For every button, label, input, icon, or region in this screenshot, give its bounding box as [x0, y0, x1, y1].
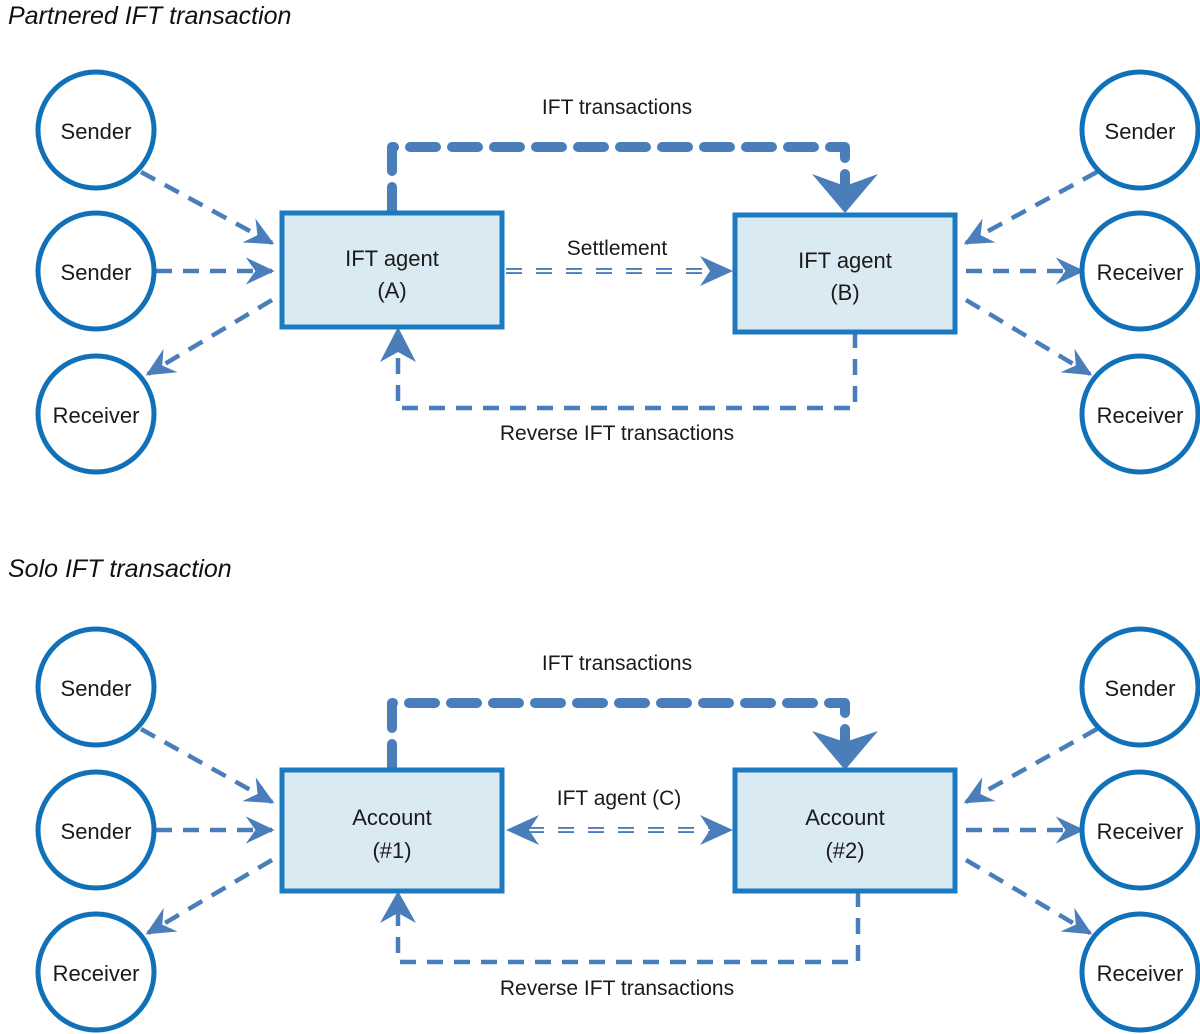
- edge-box-to-left-receiver: [145, 858, 274, 935]
- ift-transactions-arrowhead: [812, 731, 878, 770]
- node-label: Receiver: [53, 403, 140, 428]
- box-shape: [732, 212, 958, 335]
- box-shape: [279, 210, 505, 330]
- node-label: Receiver: [1097, 403, 1184, 428]
- node-label: Receiver: [1097, 961, 1184, 986]
- edge-left-sender1-to-box: [139, 170, 275, 245]
- node-right-receiver-2[interactable]: Receiver: [1079, 353, 1200, 475]
- node-right-sender-1[interactable]: Sender: [1079, 69, 1200, 191]
- edge-ift-agent-c: IFT agent (C): [506, 787, 733, 845]
- edge-left-sender1-to-box: [139, 727, 275, 804]
- box-label-line2: (#1): [372, 838, 411, 863]
- circle-shape: [35, 210, 157, 332]
- box-label-line2: (A): [377, 278, 406, 303]
- section-solo: Solo IFT transaction IFT transactions Re…: [8, 555, 1200, 1033]
- edge-label-ift-transactions: IFT transactions: [542, 96, 692, 119]
- node-left-sender-1[interactable]: Sender: [35, 69, 157, 191]
- node-right-receiver-2-solo[interactable]: Receiver: [1079, 911, 1200, 1033]
- ift-transactions-path: [387, 142, 850, 218]
- circle-shape: [1079, 210, 1200, 332]
- edge-box-to-left-receiver: [145, 298, 274, 376]
- node-left-receiver-1-solo[interactable]: Receiver: [35, 911, 157, 1033]
- node-label: Sender: [61, 676, 132, 701]
- settlement-arrowhead-right: [700, 256, 733, 286]
- section-title-solo: Solo IFT transaction: [8, 555, 232, 583]
- node-label: Sender: [61, 260, 132, 285]
- edge-reverse-ift-transactions: Reverse IFT transactions: [380, 327, 858, 445]
- node-left-sender-2[interactable]: Sender: [35, 210, 157, 332]
- node-right-receiver-1-solo[interactable]: Receiver: [1079, 769, 1200, 891]
- node-right-sender-1-solo[interactable]: Sender: [1079, 626, 1200, 748]
- circle-shape: [35, 69, 157, 191]
- node-label: Receiver: [53, 961, 140, 986]
- box-label-line1: IFT agent: [345, 246, 439, 271]
- box-label-line1: Account: [805, 805, 885, 830]
- circle-shape: [1079, 69, 1200, 191]
- reverse-ift-arrowhead: [380, 327, 416, 362]
- node-left-receiver-1[interactable]: Receiver: [35, 353, 157, 475]
- edge-label-ift-agent-c: IFT agent (C): [557, 787, 681, 810]
- box-account-1[interactable]: Account (#1): [279, 767, 505, 894]
- circle-shape: [35, 626, 157, 748]
- ift-agent-c-arrowhead-left: [506, 815, 539, 845]
- node-left-sender-1-solo[interactable]: Sender: [35, 626, 157, 748]
- circle-shape: [35, 353, 157, 475]
- right-connectors-partnered: [963, 170, 1099, 376]
- edge-reverse-ift-transactions-solo: Reverse IFT transactions: [380, 891, 861, 1000]
- node-label: Sender: [61, 119, 132, 144]
- edge-right-sender-to-box: [963, 727, 1099, 804]
- circle-shape: [35, 911, 157, 1033]
- node-label: Receiver: [1097, 819, 1184, 844]
- section-title-partnered: Partnered IFT transaction: [8, 2, 291, 30]
- node-label: Sender: [1105, 676, 1176, 701]
- ift-transactions-arrowhead: [812, 174, 878, 213]
- box-label-line2: (B): [830, 280, 859, 305]
- box-ift-agent-a[interactable]: IFT agent (A): [279, 210, 505, 330]
- box-label-line1: Account: [352, 805, 432, 830]
- edge-label-ift-transactions: IFT transactions: [542, 652, 692, 675]
- reverse-ift-path: [395, 332, 858, 411]
- edge-settlement: Settlement: [506, 237, 733, 286]
- reverse-ift-path: [395, 891, 861, 965]
- reverse-ift-arrowhead: [380, 891, 416, 923]
- node-label: Receiver: [1097, 260, 1184, 285]
- circle-shape: [35, 769, 157, 891]
- node-label: Sender: [61, 819, 132, 844]
- circle-shape: [1079, 353, 1200, 475]
- section-partnered: Partnered IFT transaction IFT transactio…: [8, 2, 1200, 475]
- circle-shape: [1079, 769, 1200, 891]
- box-label-line1: IFT agent: [798, 248, 892, 273]
- box-label-line2: (#2): [825, 838, 864, 863]
- node-left-sender-2-solo[interactable]: Sender: [35, 769, 157, 891]
- ift-transactions-path: [387, 698, 850, 775]
- circle-shape: [1079, 911, 1200, 1033]
- edge-right-sender-to-box: [963, 170, 1099, 245]
- right-connectors-solo: [963, 727, 1099, 935]
- edge-label-reverse-ift: Reverse IFT transactions: [500, 977, 734, 1000]
- edge-ift-transactions-top: IFT transactions: [387, 96, 878, 218]
- ift-agent-c-arrowhead-right: [700, 815, 733, 845]
- edge-label-settlement: Settlement: [567, 237, 668, 260]
- edge-box-to-right-receiver2: [964, 298, 1093, 376]
- node-right-receiver-1[interactable]: Receiver: [1079, 210, 1200, 332]
- edge-box-to-right-receiver2: [964, 858, 1093, 935]
- box-ift-agent-b[interactable]: IFT agent (B): [732, 212, 958, 335]
- left-connectors-solo: [139, 727, 275, 935]
- box-shape: [279, 767, 505, 894]
- box-account-2[interactable]: Account (#2): [732, 767, 958, 894]
- left-connectors-partnered: [139, 170, 275, 376]
- edge-label-reverse-ift: Reverse IFT transactions: [500, 422, 734, 445]
- edge-ift-transactions-top-solo: IFT transactions: [387, 652, 878, 775]
- circle-shape: [1079, 626, 1200, 748]
- node-label: Sender: [1105, 119, 1176, 144]
- box-shape: [732, 767, 958, 894]
